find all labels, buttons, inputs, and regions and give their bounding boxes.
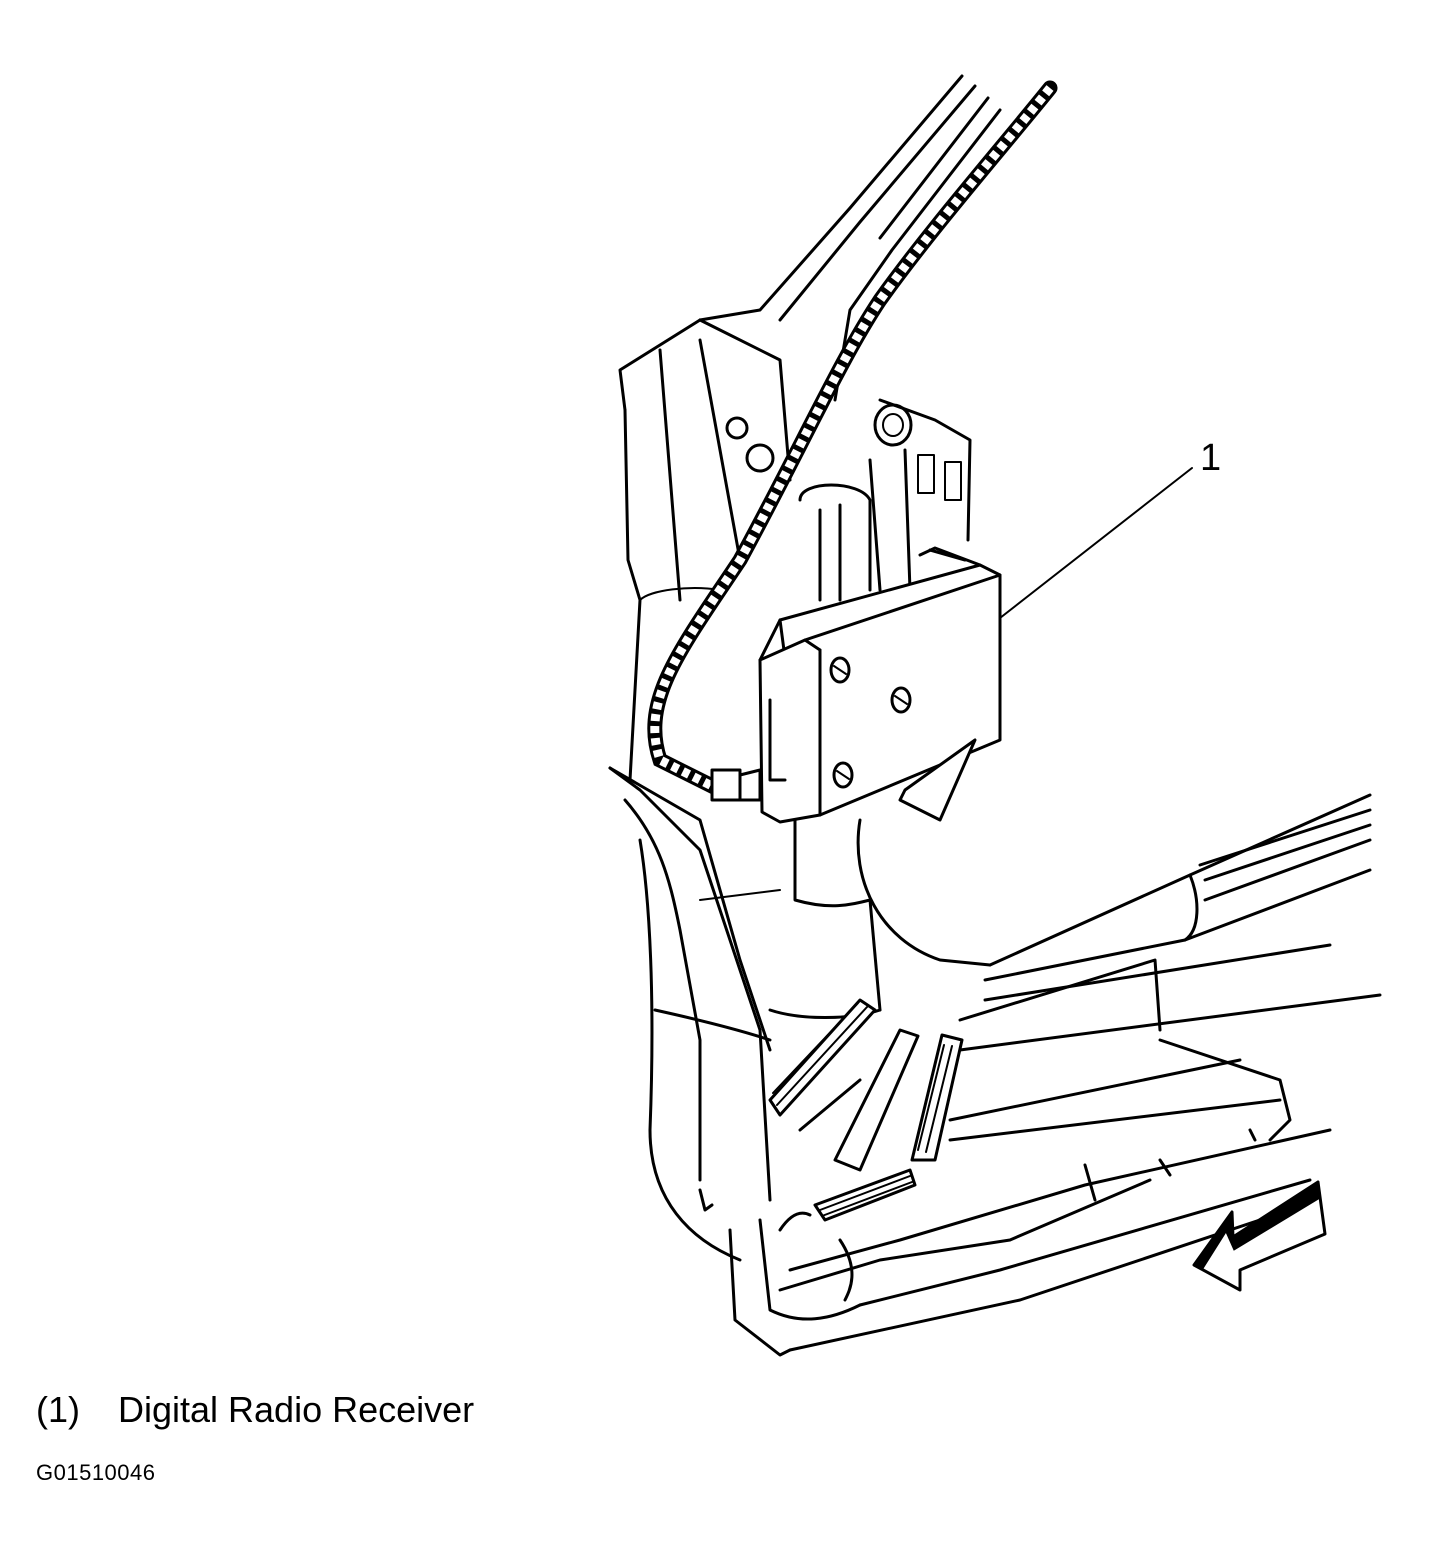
mounting-holes: [725, 403, 913, 473]
figure-code: G01510046: [36, 1460, 156, 1485]
antenna-cable: [647, 80, 1058, 798]
callout-number: 1: [1200, 437, 1221, 479]
callout-1: 1: [999, 437, 1221, 619]
cable-connector: [710, 768, 762, 802]
legend-label: Digital Radio Receiver: [118, 1389, 475, 1430]
legend-item: (1) Digital Radio Receiver: [36, 1388, 474, 1432]
wiring-harness: [768, 998, 964, 1222]
front-direction-arrow-icon: [1192, 1180, 1327, 1292]
legend-ref: (1): [36, 1389, 80, 1430]
digital-radio-receiver: [758, 546, 1002, 824]
mounting-bracket: [798, 398, 972, 602]
lower-trim: [608, 766, 992, 1262]
pillar-trim: [618, 74, 1002, 782]
legend: (1) Digital Radio Receiver: [36, 1388, 474, 1432]
sill-panel: [948, 793, 1382, 1142]
